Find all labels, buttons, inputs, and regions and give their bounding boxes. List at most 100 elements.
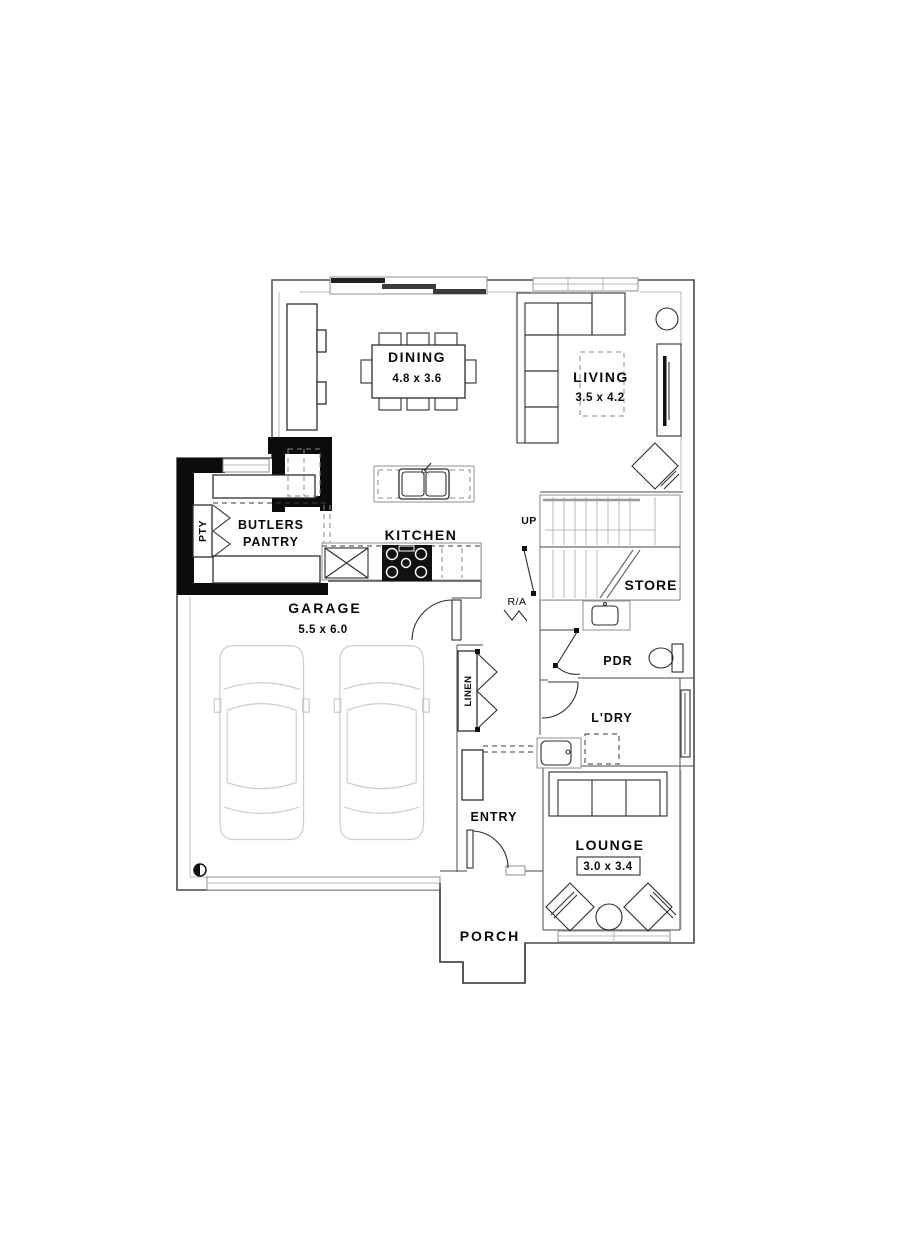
butlers-pantry-label-2: PANTRY [243,535,299,549]
pdr-door-jamb [574,628,579,633]
sink-tap-base [421,468,427,474]
pantry-bench-upper [212,474,316,499]
linen-bifold-door [476,690,498,730]
sofa-arm-section [591,292,626,336]
tv-screen [663,356,667,426]
entry-label: ENTRY [471,810,518,824]
porch-outline [439,883,526,984]
sofa-seat [524,370,559,408]
linen-door-jamb [475,727,480,732]
sofa-back-outline [516,292,625,444]
living-furniture [516,292,682,490]
butlers-pantry-label-1: BUTLERS [238,518,304,532]
side-table-round [655,307,679,331]
garage-label: GARAGE [288,600,361,616]
laundry-external-door [680,689,691,758]
lounge-chair-right [623,882,677,932]
buffet-cabinet [286,303,318,431]
labels: DINING 4.8 x 3.6 LIVING 3.5 x 4.2 KITCHE… [197,349,678,944]
toilet [648,643,684,673]
laundry-label: L'DRY [591,711,633,725]
pantry-cupboard [192,504,213,558]
corner-cabinet-x [324,547,369,579]
pantry-wall-fridge-right [320,437,332,511]
laundry-door-swing [541,681,579,719]
sofa-seat [557,302,593,336]
understair-door-jamb [531,591,536,596]
dining-label: DINING [388,349,446,365]
pantry-bifold-door [212,504,231,532]
living-dims: 3.5 x 4.2 [575,392,624,404]
linen-door-jamb [475,649,480,654]
return-air-label: R/A [507,596,526,608]
entry-wall-pier [461,749,484,801]
pantry-wall-south [188,583,328,595]
garage-door-leaf [451,599,462,641]
pdr-door-jamb [553,663,558,668]
return-air-squiggle [503,609,528,622]
windows-and-doors [206,276,691,943]
lounge-label: LOUNGE [576,837,645,853]
pantry-bifold-door [212,530,231,558]
lounge-dims: 3.0 x 3.4 [583,861,632,873]
pantry-solid-walls [177,437,332,595]
stacker-door-panel [331,278,385,283]
living-label: LIVING [573,369,629,385]
sink-bowl [425,471,447,497]
pdr-door-swing [555,665,581,675]
tv-unit [656,343,682,437]
buffet-handle [316,381,327,405]
pantry-bench-lower [212,555,321,584]
powder-fixtures [582,600,684,673]
store-label: STORE [625,577,678,593]
dining-dims: 4.8 x 3.6 [392,373,441,385]
understair-door-jamb [522,546,527,551]
entry-door-swing [472,830,509,869]
stairs-up-label: UP [521,515,537,527]
kitchen-label: KITCHEN [385,527,458,543]
laundry-tap [565,749,571,755]
car-left [213,645,310,841]
cooktop [382,545,432,581]
floor-waste-symbol-fill [194,864,200,876]
corner-cabinet [324,547,369,579]
lounge-round-table [595,903,623,931]
stair-treads-upper [545,497,656,545]
kitchen-fixtures [321,462,482,581]
buffet-handle [316,329,327,353]
porch-label: PORCH [460,928,521,944]
sofa-seat [524,302,559,336]
car-right [333,645,430,841]
washing-machine-space [584,733,620,765]
stacker-door-panel [382,284,436,289]
lounge-sofa-seats [557,779,661,817]
pdr-door-leaf [555,631,578,667]
lounge-furniture [545,771,677,932]
linen-label: LINEN [463,676,474,707]
sofa-seat [524,334,559,372]
coffee-table-dash [579,351,625,417]
pantry-fixtures [192,448,331,584]
garage-dims: 5.5 x 6.0 [298,624,347,636]
pantry-wall-north-left [177,458,225,473]
dining-table [371,344,466,399]
occasional-chair [631,442,680,490]
stairs [503,494,681,622]
stacker-door-panel [433,289,486,294]
sink-bowl [401,471,425,497]
lounge-dims-box [576,856,641,876]
pdr-label: PDR [603,654,632,668]
sofa-seat [524,406,559,444]
linen-closet [457,649,498,732]
pantry-wall-west [177,458,194,595]
garage-door-swing [411,599,453,641]
stair-break-line [606,549,641,599]
pantry-wall-north-right [268,437,332,454]
laundry-trough [540,740,572,766]
pantry-wall-fridge-south [283,496,332,507]
laundry-trough-bench [536,737,582,769]
pdr-tap [602,601,608,607]
laundry-fixtures [536,733,620,769]
